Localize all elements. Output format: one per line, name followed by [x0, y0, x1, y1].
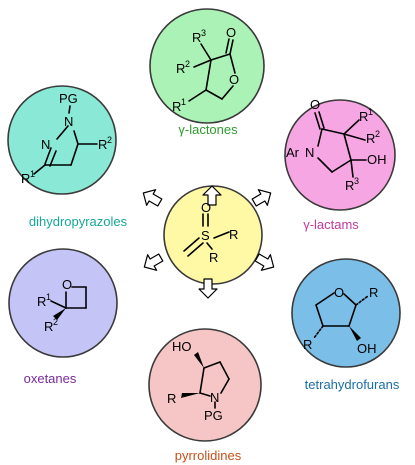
sulfoximine-core-structure: O S R R — [183, 200, 238, 265]
arrow-to-dihydropyrazoles — [142, 189, 163, 207]
oxetane-structure: O R 1 R 2 — [37, 277, 87, 334]
lactone-r3-superscript: 3 — [201, 28, 206, 38]
lactone-r3-label: R — [192, 30, 201, 45]
thf-r-top-label: R — [369, 285, 378, 300]
lactam-r2-superscript: 2 — [375, 129, 380, 139]
gamma-lactam-structure: O Ar N R 1 R 2 OH R 3 — [286, 97, 387, 193]
gamma-lactones-circle — [149, 8, 265, 124]
lactone-r1-label: R — [172, 99, 181, 114]
gamma-lactams-circle — [284, 99, 396, 211]
lactam-aryl-label: Ar — [286, 145, 300, 160]
core-r-bottom-label: R — [209, 250, 218, 265]
pyrazole-r2-label: R — [98, 137, 107, 152]
core-r-right-label: R — [229, 227, 238, 242]
oxetanes-circle — [8, 248, 118, 358]
arrow-to-oxetanes — [143, 253, 164, 271]
pyrrolidines-circle — [148, 328, 262, 442]
dihydropyrazole-structure: PG N N R 2 R 1 — [21, 91, 112, 186]
pyrazole-r2-superscript: 2 — [107, 135, 112, 145]
lactam-carbonyl-oxygen: O — [310, 97, 320, 112]
oxetane-r1-superscript: 1 — [46, 292, 51, 302]
lactam-r3-label: R — [345, 178, 354, 193]
lactone-r2-label: R — [176, 61, 185, 76]
pyrazole-n2-label: N — [41, 137, 50, 152]
oxetane-r2-superscript: 2 — [53, 317, 58, 327]
lactam-r3-superscript: 3 — [354, 176, 359, 186]
arrow-to-tetrahydrofurans — [254, 253, 275, 271]
gamma-lactones-caption: γ-lactones — [178, 122, 238, 137]
dihydropyrazoles-circle — [7, 85, 117, 195]
sulfoximine-core-circle — [163, 185, 263, 285]
arrow-to-gamma-lactams — [251, 189, 272, 207]
pyrazole-n1-label: N — [64, 114, 73, 129]
lactam-nitrogen-label: N — [305, 145, 314, 160]
pyrrolidine-nitrogen-label: N — [210, 390, 219, 405]
lactam-r1-superscript: 1 — [368, 107, 373, 117]
gamma-lactone-structure: O O R 3 R 2 R 1 — [172, 25, 239, 114]
gamma-lactams-caption: γ-lactams — [303, 217, 359, 232]
core-sulfur-label: S — [201, 228, 210, 243]
pyrrolidine-pg-label: PG — [204, 408, 223, 423]
pyrrolidine-hydroxyl-label: HO — [172, 339, 192, 354]
thf-r-bottom-label: R — [303, 337, 312, 352]
oxetane-oxygen-label: O — [62, 277, 72, 292]
lactone-r1-superscript: 1 — [181, 97, 186, 107]
pyrazole-pg-label: PG — [59, 91, 78, 106]
thf-hydroxyl-label: OH — [357, 341, 377, 356]
tetrahydrofurans-caption: tetrahydrofurans — [305, 377, 400, 392]
lactone-r2-superscript: 2 — [185, 59, 190, 69]
pyrazole-r1-superscript: 1 — [30, 169, 35, 179]
core-oxygen-label: O — [201, 200, 211, 215]
tetrahydrofuran-structure: O R R OH — [303, 285, 378, 356]
arrow-to-pyrrolidines — [198, 278, 218, 299]
oxetane-r2-label: R — [44, 319, 53, 334]
pyrrolidine-structure: HO R N PG — [167, 339, 230, 423]
arrow-to-gamma-lactones — [202, 185, 222, 206]
thf-oxygen-label: O — [334, 285, 344, 300]
oxetanes-caption: oxetanes — [24, 371, 77, 386]
lactam-r1-label: R — [359, 109, 368, 124]
dihydropyrazoles-caption: dihydropyrazoles — [29, 214, 128, 229]
lactone-ring-oxygen: O — [229, 72, 239, 87]
pyrazole-r1-label: R — [21, 171, 30, 186]
pyrrolidine-r-label: R — [167, 391, 176, 406]
lactam-r2-label: R — [366, 131, 375, 146]
lactam-hydroxyl-label: OH — [367, 152, 387, 167]
oxetane-r1-label: R — [37, 294, 46, 309]
lactone-carbonyl-oxygen: O — [226, 25, 236, 40]
tetrahydrofurans-circle — [291, 258, 401, 368]
pyrrolidines-caption: pyrrolidines — [175, 448, 242, 463]
